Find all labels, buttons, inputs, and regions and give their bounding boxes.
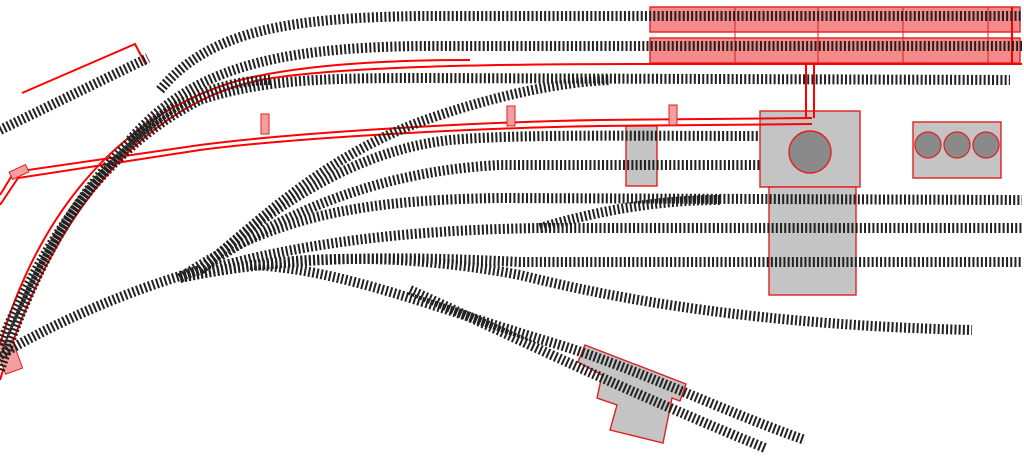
track xyxy=(407,285,767,453)
upper-level-line xyxy=(21,42,147,94)
track xyxy=(197,160,760,275)
track xyxy=(249,260,807,445)
track xyxy=(177,192,1023,283)
track xyxy=(178,253,973,335)
track xyxy=(0,53,151,135)
storage-tank-icon xyxy=(972,131,1000,159)
storage-tank-icon xyxy=(914,131,942,159)
track xyxy=(126,41,1022,144)
signal-marker xyxy=(8,163,30,181)
signal-marker xyxy=(260,113,270,135)
upper-level-line xyxy=(0,117,813,196)
upper-level-line xyxy=(0,59,471,346)
signal-marker xyxy=(668,104,678,126)
track-group xyxy=(0,11,1023,453)
upper-level-line xyxy=(0,123,813,206)
storage-tank-icon xyxy=(943,131,971,159)
track xyxy=(156,11,1022,94)
signal-marker xyxy=(506,105,516,127)
track xyxy=(538,195,721,233)
track xyxy=(0,75,271,372)
turntable-icon xyxy=(788,130,832,174)
track xyxy=(196,130,761,274)
goods-shed-building xyxy=(768,186,857,296)
track xyxy=(0,75,611,360)
track xyxy=(178,223,1022,283)
